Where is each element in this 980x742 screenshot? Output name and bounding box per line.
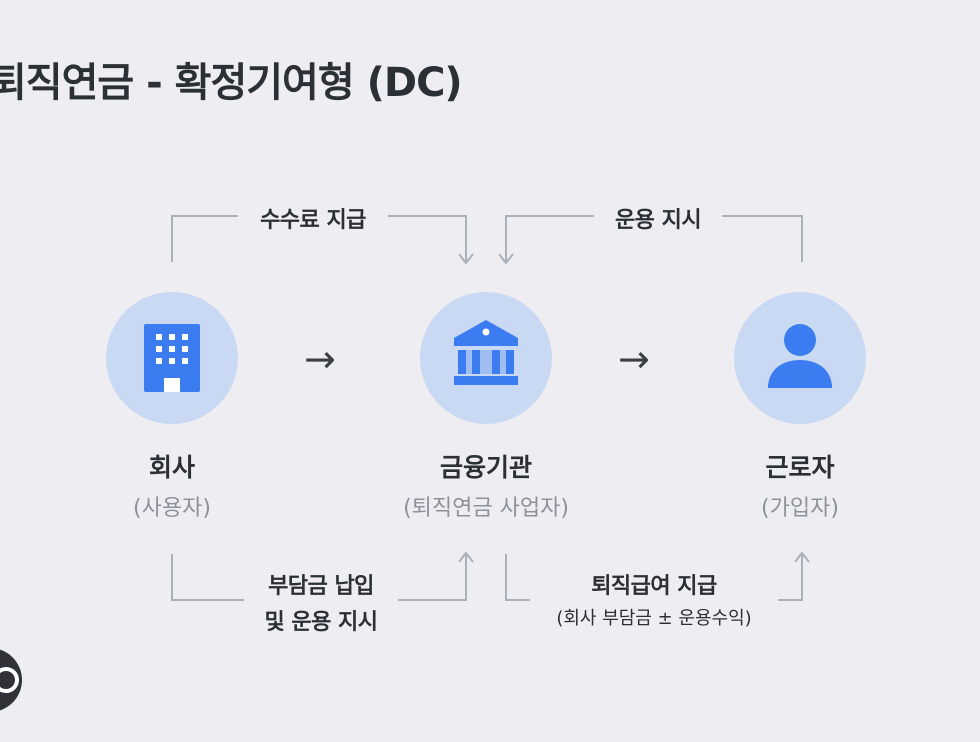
worker-node — [734, 292, 866, 424]
contribution-label-line2: 및 운용 지시 — [264, 610, 378, 635]
contribution-label-line1: 부담금 납입 — [268, 574, 374, 599]
company-to-institution-arrow: → — [304, 337, 336, 381]
institution-to-worker-arrow: → — [618, 337, 650, 381]
institution-name: 금융기관 — [439, 453, 532, 482]
instruction-connector-right — [722, 215, 803, 262]
benefit-arrowhead — [794, 551, 810, 563]
company-node — [106, 292, 238, 424]
fee-payment-label: 수수료 지급 — [260, 208, 366, 233]
benefit-connector-left — [505, 554, 530, 601]
institution-role: (퇴직연금 사업자) — [403, 496, 569, 521]
benefit-payment-label: 퇴직급여 지급 — [591, 574, 717, 599]
fee-payment-connector — [171, 215, 238, 262]
institution-node — [420, 292, 552, 424]
page-title: 퇴직연금 - 확정기여형 (DC) — [0, 60, 463, 106]
instruction-connector-left — [505, 215, 594, 262]
worker-name: 근로자 — [765, 453, 835, 482]
partial-circle-icon — [0, 667, 19, 693]
floating-action-button[interactable] — [0, 648, 22, 712]
investment-instruction-label: 운용 지시 — [614, 208, 702, 233]
contribution-connector-left — [171, 554, 244, 601]
company-role: (사용자) — [133, 496, 211, 521]
benefit-connector-right — [778, 554, 803, 601]
fee-payment-arrowhead — [458, 253, 474, 265]
fee-payment-connector-right — [388, 215, 467, 262]
worker-role: (가입자) — [761, 496, 839, 521]
bank-icon — [454, 320, 518, 385]
instruction-arrowhead — [498, 253, 514, 265]
benefit-detail-label: (회사 부담금 ± 운용수익) — [556, 608, 752, 629]
company-name: 회사 — [148, 453, 195, 482]
contribution-connector-right — [398, 554, 467, 601]
building-icon — [144, 324, 200, 392]
contribution-arrowhead — [458, 551, 474, 563]
person-icon — [768, 324, 832, 388]
